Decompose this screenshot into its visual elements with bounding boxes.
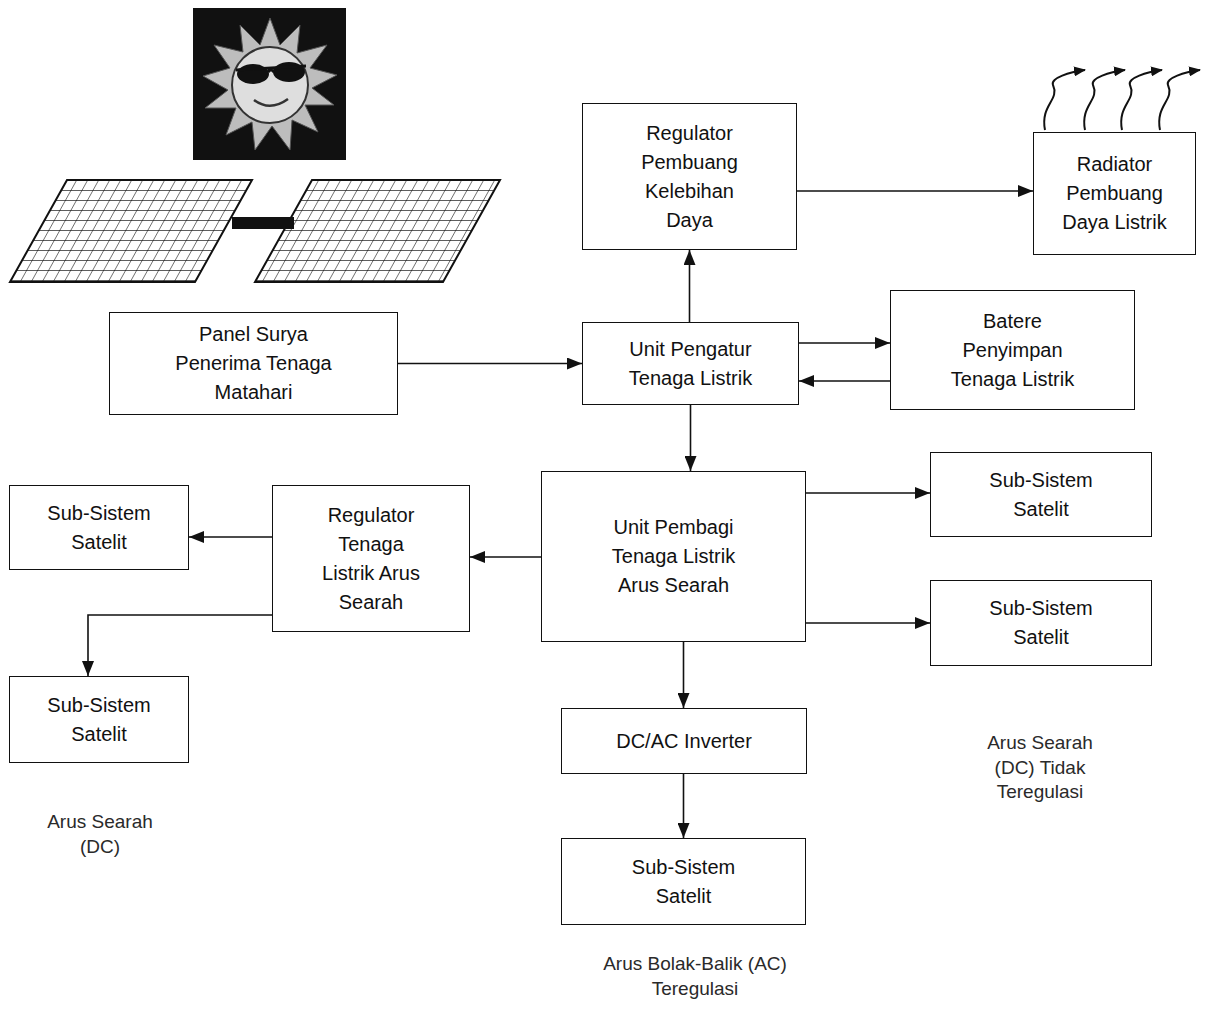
heat-arrows (1044, 70, 1200, 130)
solar-panel-box: Panel Surya Penerima Tenaga Matahari (109, 312, 398, 415)
box-label: Radiator Pembuang Daya Listrik (1050, 150, 1180, 237)
box-label: Unit Pembagi Tenaga Listrik Arus Searah (599, 513, 749, 600)
box-label: Regulator Tenaga Listrik Arus Searah (311, 501, 431, 617)
box-label: Sub-Sistem Satelit (971, 466, 1111, 524)
flow-arrow (806, 492, 930, 494)
flow-arrow (189, 536, 272, 538)
flow-arrow (797, 190, 1033, 192)
flow-arrow (470, 556, 541, 558)
radiator-box: Radiator Pembuang Daya Listrik (1033, 132, 1196, 255)
subsystem-box: Sub-Sistem Satelit (9, 485, 189, 570)
flow-arrow (690, 405, 692, 471)
battery-box: Batere Penyimpan Tenaga Listrik (890, 290, 1135, 410)
subsystem-box: Sub-Sistem Satelit (9, 676, 189, 763)
flow-arrow (398, 363, 582, 365)
current-type-note: Arus Bolak-Balik (AC) Teregulasi (585, 952, 805, 1001)
current-type-note: Arus Searah (DC) Tidak Teregulasi (965, 731, 1115, 805)
box-label: Regulator Pembuang Kelebihan Daya (625, 119, 755, 235)
subsystem-box: Sub-Sistem Satelit (561, 838, 806, 925)
solar-panel (10, 180, 500, 282)
distribution-unit-box: Unit Pembagi Tenaga Listrik Arus Searah (541, 471, 806, 642)
box-label: Sub-Sistem Satelit (971, 594, 1111, 652)
box-label: Batere Penyimpan Tenaga Listrik (938, 307, 1088, 394)
flow-arrow (683, 774, 685, 838)
sun-picture (193, 8, 346, 160)
box-label: Sub-Sistem Satelit (614, 853, 754, 911)
current-type-note: Arus Searah (DC) (30, 810, 170, 859)
box-label: Sub-Sistem Satelit (29, 499, 169, 557)
subsystem-box: Sub-Sistem Satelit (930, 452, 1152, 537)
flow-arrow (799, 380, 890, 382)
box-label: Sub-Sistem Satelit (29, 691, 169, 749)
inverter-box: DC/AC Inverter (561, 708, 807, 774)
box-label: Unit Pengatur Tenaga Listrik (611, 335, 771, 393)
control-unit-box: Unit Pengatur Tenaga Listrik (582, 322, 799, 405)
flow-arrow (683, 642, 685, 708)
flow-arrow (799, 342, 890, 344)
flow-arrow (689, 250, 691, 322)
flow-arrow (806, 622, 930, 624)
box-label: Panel Surya Penerima Tenaga Matahari (166, 320, 341, 407)
flow-arrow (88, 615, 272, 676)
box-label: DC/AC Inverter (569, 727, 799, 756)
dc-regulator-box: Regulator Tenaga Listrik Arus Searah (272, 485, 470, 632)
subsystem-box: Sub-Sistem Satelit (930, 580, 1152, 666)
regulator-box: Regulator Pembuang Kelebihan Daya (582, 103, 797, 250)
